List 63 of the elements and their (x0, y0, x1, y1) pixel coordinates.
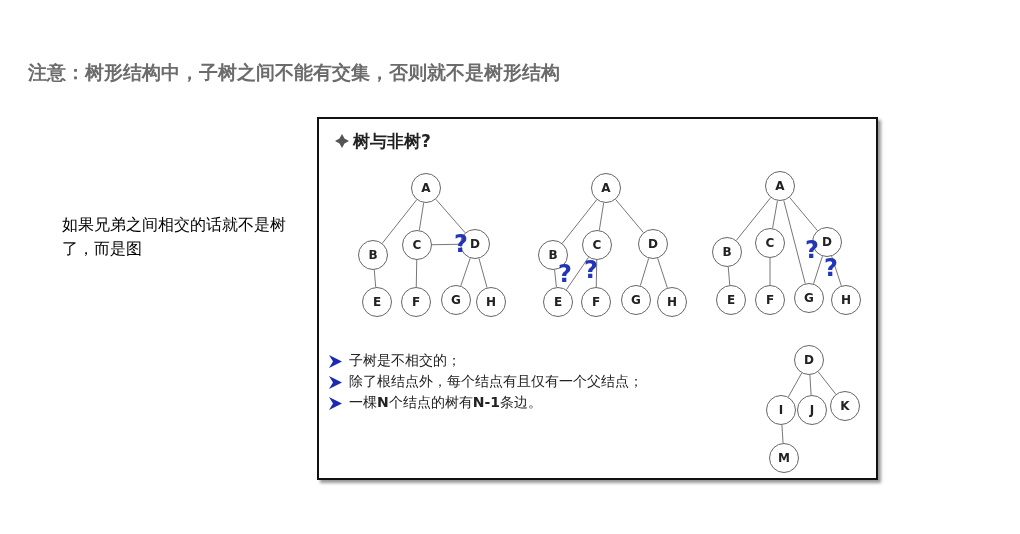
tree-node: D (638, 229, 668, 259)
tree-edge (415, 259, 418, 288)
tree-edge (460, 257, 471, 287)
tree-edge (727, 266, 731, 286)
tree-edge (418, 202, 425, 231)
note-text: 如果兄弟之间相交的话就不是树了，而是图 (62, 214, 287, 260)
tree-node: K (830, 391, 860, 421)
tree-node: F (581, 287, 611, 317)
panel-title: 树与非树? (353, 130, 431, 153)
tree-node: C (755, 228, 785, 258)
tree-edge (435, 198, 466, 234)
tree-node: C (402, 230, 432, 260)
bullet-text: 一棵N个结点的树有N-1条边。 (349, 394, 542, 412)
tree-node: A (765, 171, 795, 201)
tree-edge (554, 269, 557, 288)
tree-edge (735, 197, 772, 241)
tree-edge (769, 257, 771, 286)
tree-edge (381, 199, 418, 244)
tree-edge (478, 257, 488, 289)
slide-panel (317, 117, 878, 480)
tree-edge (809, 374, 812, 396)
tree-node: E (543, 287, 573, 317)
tree-node: H (476, 287, 506, 317)
tree-edge (373, 269, 377, 288)
tree-edge (561, 199, 598, 244)
tree-edge (787, 372, 803, 398)
tree-node: E (716, 285, 746, 315)
tree-node: I (766, 395, 796, 425)
tree-edge (615, 199, 644, 233)
tree-node: G (441, 285, 471, 315)
tree-node: C (582, 230, 612, 260)
tree-node: F (755, 285, 785, 315)
tree-node: M (769, 443, 799, 473)
question-mark: ? (584, 258, 598, 282)
tree-edge (598, 202, 605, 231)
tree-node: D (794, 345, 824, 375)
tree-edge (783, 200, 806, 284)
tree-node: H (657, 287, 687, 317)
bullet-text: 子树是不相交的； (349, 352, 461, 370)
tree-node: B (358, 240, 388, 270)
tree-edge (657, 257, 668, 289)
tree-edge (781, 424, 784, 444)
tree-edge (595, 259, 598, 288)
tree-node: G (621, 285, 651, 315)
tree-node: E (362, 287, 392, 317)
tree-node: B (712, 237, 742, 267)
bullet-text: 除了根结点外，每个结点有且仅有一个父结点； (349, 373, 643, 391)
tree-edge (772, 200, 778, 229)
tree-node: J (797, 395, 827, 425)
heading: 注意：树形结构中，子树之间不能有交集，否则就不是树形结构 (28, 60, 560, 85)
tree-node: H (831, 285, 861, 315)
tree-edge (831, 255, 842, 287)
tree-edge (639, 257, 650, 287)
question-mark: ? (824, 256, 838, 280)
tree-node: G (794, 283, 824, 313)
tree-edge (789, 197, 818, 231)
tree-edge (817, 371, 837, 395)
tree-node: F (401, 287, 431, 317)
tree-node: A (591, 173, 621, 203)
tree-edge (565, 256, 590, 291)
tree-node: A (411, 173, 441, 203)
tree-edge (431, 243, 461, 246)
tree-edge (813, 255, 823, 285)
